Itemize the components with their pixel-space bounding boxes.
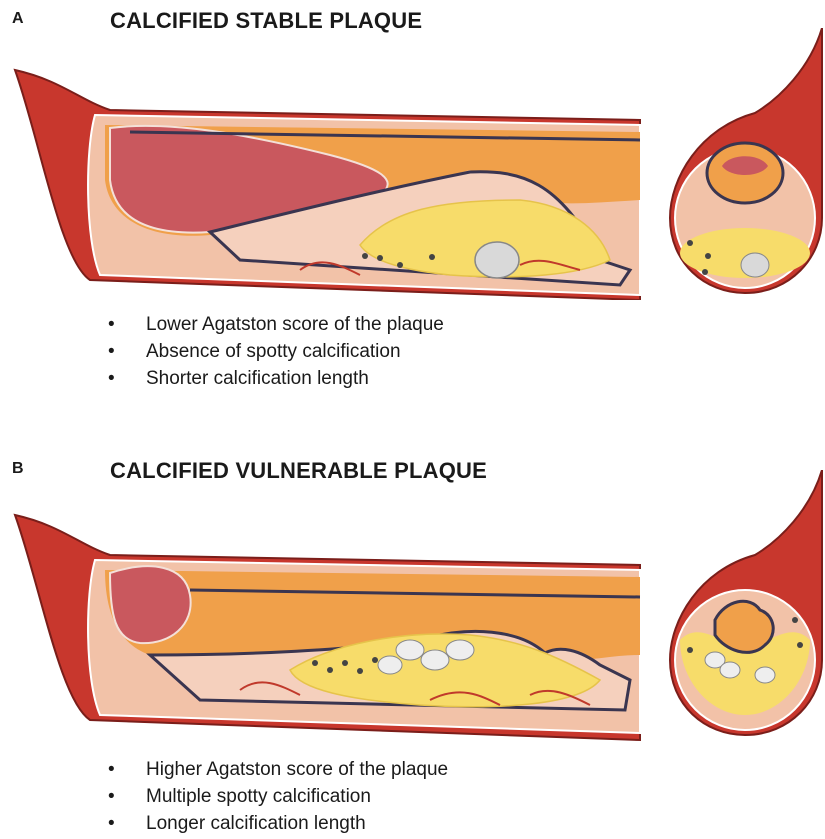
calcium-nodule (421, 650, 449, 670)
spotty-calcification-dot (687, 240, 693, 246)
spotty-calcification-dot (702, 269, 708, 275)
list-item: • Longer calcification length (108, 810, 448, 837)
spotty-calcification-dot (797, 642, 803, 648)
bullet-text: Lower Agatston score of the plaque (146, 314, 444, 335)
blood-clot (110, 566, 191, 643)
calcium-nodule (475, 242, 519, 278)
panel-b-letter: B (12, 460, 24, 478)
spotty-calcification-dot (312, 660, 318, 666)
panel-b-bullet-list: • Higher Agatston score of the plaque • Mu… (108, 756, 448, 837)
spotty-calcification-dot (792, 617, 798, 623)
spotty-calcification-dot (705, 253, 711, 259)
calcium-nodule (446, 640, 474, 660)
panel-a-letter: A (12, 10, 24, 28)
vulnerable-plaque-cross-section-illustration (660, 470, 825, 740)
panel-a-bullet-list: • Lower Agatston score of the plaque • Abs… (108, 311, 444, 392)
spotty-calcification-dot (372, 657, 378, 663)
panel-a-title: CALCIFIED STABLE PLAQUE (110, 8, 422, 34)
cross-section-calcium (741, 253, 769, 277)
bullet-glyph: • (108, 365, 115, 392)
bullet-text: Longer calcification length (146, 813, 366, 834)
list-item: • Higher Agatston score of the plaque (108, 756, 448, 783)
bullet-text: Shorter calcification length (146, 368, 369, 389)
calcium-nodule (396, 640, 424, 660)
bullet-glyph: • (108, 756, 115, 783)
panel-b-title: CALCIFIED VULNERABLE PLAQUE (110, 458, 487, 484)
bullet-glyph: • (108, 783, 115, 810)
bullet-text: Higher Agatston score of the plaque (146, 759, 448, 780)
stable-plaque-cross-section-illustration (660, 28, 825, 298)
bullet-glyph: • (108, 810, 115, 837)
spotty-calcification-dot (342, 660, 348, 666)
list-item: • Lower Agatston score of the plaque (108, 311, 444, 338)
calcium-nodule (720, 662, 740, 678)
bullet-glyph: • (108, 338, 115, 365)
spotty-calcification-dot (327, 667, 333, 673)
bullet-text: Multiple spotty calcification (146, 786, 371, 807)
list-item: • Multiple spotty calcification (108, 783, 448, 810)
spotty-calcification-dot (357, 668, 363, 674)
spotty-calcification-dot (429, 254, 435, 260)
spotty-calcification-dot (687, 647, 693, 653)
spotty-calcification-dot (362, 253, 368, 259)
spotty-calcification-dot (377, 255, 383, 261)
calcium-nodule (378, 656, 402, 674)
spotty-calcification-dot (397, 262, 403, 268)
bullet-glyph: • (108, 311, 115, 338)
bullet-text: Absence of spotty calcification (146, 341, 401, 362)
list-item: • Absence of spotty calcification (108, 338, 444, 365)
calcium-nodule (755, 667, 775, 683)
list-item: • Shorter calcification length (108, 365, 444, 392)
